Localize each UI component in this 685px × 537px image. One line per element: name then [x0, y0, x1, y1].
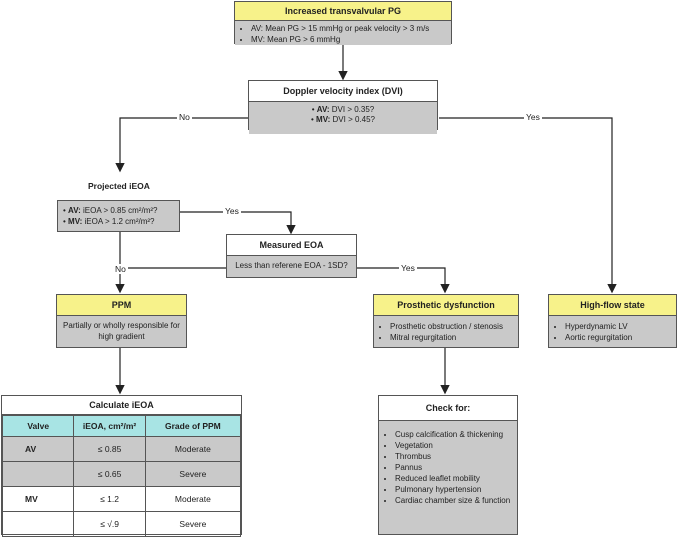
ieoa-table: Valve iEOA, cm²/m² Grade of PPM AV ≤ 0.8…	[1, 415, 242, 537]
highflow-title: High-flow state	[549, 295, 676, 316]
table-row: ≤ 0.65 Severe	[1, 461, 242, 487]
highflow-box: High-flow state Hyperdynamic LV Aortic r…	[548, 294, 677, 348]
cell-valve: AV	[1, 436, 75, 462]
dvi-criteria: • AV: DVI > 0.35? • MV: DVI > 0.45?	[249, 102, 437, 134]
highflow-item: Hyperdynamic LV	[565, 322, 670, 332]
ppm-text: Partially or wholly responsible for high…	[57, 316, 186, 347]
check-item: Reduced leaflet mobility	[395, 474, 511, 484]
calculate-ieoa-title: Calculate iEOA	[2, 396, 241, 415]
cell-grade: Moderate	[144, 486, 242, 512]
header-grade: Grade of PPM	[144, 415, 242, 437]
measured-eoa-box: Measured EOA Less than referene EOA - 1S…	[226, 234, 357, 278]
label-yes-mid: Yes	[223, 206, 241, 216]
check-item: Cardiac chamber size & function	[395, 496, 511, 506]
table-row: ≤ √.9 Severe	[1, 511, 242, 537]
table-header-row: Valve iEOA, cm²/m² Grade of PPM	[1, 415, 242, 437]
check-for-box: Check for: Cusp calcification & thickeni…	[378, 395, 518, 535]
label-yes-top: Yes	[524, 112, 542, 122]
calculate-ieoa-table: Calculate iEOA Valve iEOA, cm²/m² Grade …	[1, 395, 242, 537]
cell-ieoa: ≤ 0.65	[73, 461, 146, 487]
measured-eoa-question: Less than referene EOA - 1SD?	[227, 256, 356, 277]
projected-av: • AV: iEOA > 0.85 cm²/m²?	[63, 206, 158, 215]
cell-grade: Severe	[144, 511, 242, 537]
highflow-list: Hyperdynamic LV Aortic regurgitation	[549, 316, 676, 347]
cell-ieoa: ≤ 0.85	[73, 436, 146, 462]
prosthetic-item: Mitral regurgitation	[390, 333, 512, 343]
check-item: Pulmonary hypertension	[395, 485, 511, 495]
cell-grade: Moderate	[144, 436, 242, 462]
increased-pg-box: Increased transvalvular PG AV: Mean PG >…	[234, 1, 452, 45]
check-item: Thrombus	[395, 452, 511, 462]
cell-valve: MV	[1, 486, 75, 512]
prosthetic-item: Prosthetic obstruction / stenosis	[390, 322, 512, 332]
label-no-top: No	[177, 112, 192, 122]
increased-pg-criteria: AV: Mean PG > 15 mmHg or peak velocity >…	[235, 21, 451, 45]
highflow-item: Aortic regurgitation	[565, 333, 670, 343]
projected-title: Projected iEOA	[88, 181, 150, 191]
dvi-title: Doppler velocity index (DVI)	[249, 81, 437, 102]
check-for-list: Cusp calcification & thickening Vegetati…	[379, 421, 517, 534]
dvi-av: • AV: DVI > 0.35?	[311, 105, 375, 114]
projected-box: • AV: iEOA > 0.85 cm²/m²? • MV: iEOA > 1…	[57, 200, 180, 232]
header-valve: Valve	[1, 415, 75, 437]
prosthetic-box: Prosthetic dysfunction Prosthetic obstru…	[373, 294, 519, 348]
prosthetic-list: Prosthetic obstruction / stenosis Mitral…	[374, 316, 518, 347]
cell-valve	[1, 461, 75, 487]
check-item: Pannus	[395, 463, 511, 473]
check-item: Vegetation	[395, 441, 511, 451]
edge-dvi-yes	[439, 117, 617, 294]
label-no-mid: No	[113, 264, 128, 274]
ppm-title: PPM	[57, 295, 186, 316]
edge-dvi-no	[115, 117, 248, 173]
prosthetic-title: Prosthetic dysfunction	[374, 295, 518, 316]
criteria-mv: MV: Mean PG > 6 mmHg	[251, 35, 445, 45]
ppm-box: PPM Partially or wholly responsible for …	[56, 294, 187, 348]
cell-valve	[1, 511, 75, 537]
dvi-mv: • MV: DVI > 0.45?	[311, 115, 375, 124]
header-ieoa: iEOA, cm²/m²	[73, 415, 146, 437]
projected-mv: • MV: iEOA > 1.2 cm²/m²?	[63, 217, 155, 226]
check-for-title: Check for:	[379, 396, 517, 421]
check-item: Cusp calcification & thickening	[395, 430, 511, 440]
edge-eoa-yes	[357, 267, 450, 294]
measured-eoa-title: Measured EOA	[227, 235, 356, 256]
cell-ieoa: ≤ 1.2	[73, 486, 146, 512]
dvi-box: Doppler velocity index (DVI) • AV: DVI >…	[248, 80, 438, 134]
table-row: AV ≤ 0.85 Moderate	[1, 436, 242, 462]
criteria-av: AV: Mean PG > 15 mmHg or peak velocity >…	[251, 24, 445, 34]
table-row: MV ≤ 1.2 Moderate	[1, 486, 242, 512]
label-yes-eoa: Yes	[399, 263, 417, 273]
cell-grade: Severe	[144, 461, 242, 487]
edge-proj-yes	[180, 211, 296, 235]
cell-ieoa: ≤ √.9	[73, 511, 146, 537]
increased-pg-title: Increased transvalvular PG	[235, 2, 451, 21]
